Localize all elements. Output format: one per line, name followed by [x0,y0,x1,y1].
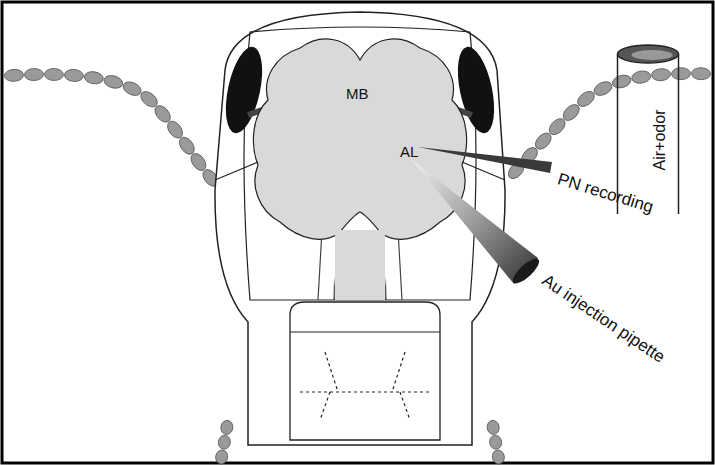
antennal-lobe-label: AL [400,144,418,159]
pn-electrode [418,147,552,173]
tube-outline [616,44,680,214]
mouthpart-suture [300,352,430,420]
antennal-nerve [215,162,505,180]
injection-pipette [412,160,538,284]
labrum [290,302,440,440]
antenna-segment [217,434,231,450]
antenna-segment [24,68,43,80]
antenna-segment [671,67,690,79]
connective [318,230,402,300]
antenna-segment [220,420,234,436]
antenna-segment [486,420,500,436]
antenna-segment [611,73,633,90]
antenna-segment [651,68,671,82]
antenna-segment [214,449,228,465]
pn-recording-label: PN recording [556,170,656,215]
antenna-segment [64,69,84,82]
antenna-segment [121,79,143,98]
brain [253,39,466,239]
antenna-segment [631,70,652,85]
antenna-segment [83,70,104,85]
antenna-segment [592,79,614,98]
head-opening [244,27,476,300]
head-capsule [215,12,505,445]
tube-label: Air+odor [652,109,668,170]
antenna-segment [491,449,505,465]
odor-tube: Air+odor [616,44,680,214]
antenna-segment [489,434,503,450]
antenna-segment [691,67,710,79]
mushroom-body-label: MB [346,86,369,101]
antenna-segment [44,68,63,80]
antenna-segment [103,74,125,91]
pipette-end [509,255,542,287]
antenna-segment [4,69,24,82]
pipette-label: Au injection pipette [539,271,668,365]
